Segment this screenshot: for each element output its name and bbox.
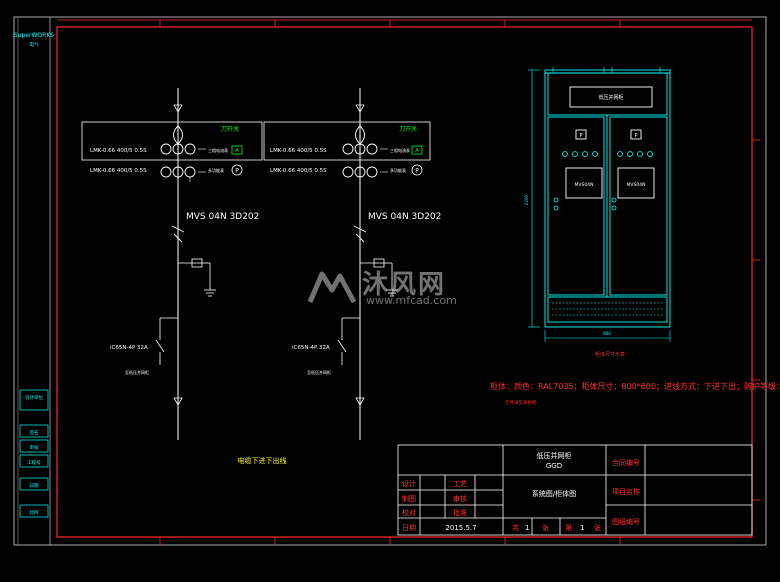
feeder-1: 刀开关 LMK-0.66 400/5 0.5S LMK-0.66 400/5 0…: [81, 88, 263, 440]
tb-project-name: 项目名称: [612, 487, 640, 496]
sidebar-logo: SuperWORKS: [14, 32, 54, 39]
ammeter-label: 三相电流表: [390, 147, 410, 153]
svg-text:张: 张: [542, 523, 549, 532]
ct-label-2: LMK-0.66 400/5 0.5S: [270, 168, 327, 174]
title-block: [397, 444, 753, 536]
multimeter-label: 多功能表: [208, 167, 224, 173]
svg-text:共: 共: [512, 523, 519, 532]
mvs-label: MVS 04N 3D202: [368, 212, 441, 222]
svg-text:P: P: [235, 168, 239, 175]
ct-label-1: LMK-0.66 400/5 0.5S: [90, 148, 147, 154]
title-name-cn: 低压并网柜: [537, 451, 572, 460]
ct-box: [81, 121, 263, 161]
watermark-url: www.mfcad.com: [366, 294, 457, 307]
tb-process: 工艺: [453, 480, 467, 488]
svg-text:P: P: [415, 168, 419, 175]
feeder-tag: 刀开关: [221, 125, 239, 133]
power-meter-icon: [411, 164, 423, 176]
svg-text:张: 张: [594, 523, 601, 532]
ammeter-label: 三相电流表: [208, 147, 228, 153]
ct-label-1: LMK-0.66 400/5 0.5S: [270, 148, 327, 154]
feeder-note: 至低压并网柜: [307, 369, 331, 375]
sidebar-box-6: 比例: [30, 509, 39, 516]
tb-date-label: 日期: [402, 524, 416, 532]
cabinet-elevation: [528, 67, 671, 342]
power-meter-icon: [231, 164, 243, 176]
sidebar-box-2: 签名: [30, 429, 39, 436]
feeder-2: 刀开关 LMK-0.66 400/5 0.5S LMK-0.66 400/5 0…: [263, 88, 441, 440]
vent-slots: [552, 302, 663, 316]
tb-contract-no: 合同编号: [612, 458, 640, 467]
tb-review: 审核: [453, 494, 467, 503]
spec-line: 柜体：颜色：RAL7035；柜体尺寸：800*600；进线方式：下进下出；防护等…: [490, 381, 780, 391]
tb-check: 校对: [402, 508, 416, 517]
feeder-tag: 刀开关: [399, 125, 417, 133]
drawing-frame: [56, 26, 753, 538]
tb-design: 设计: [402, 479, 416, 488]
tb-date: 2015.5.7: [445, 524, 476, 532]
spec-line-2: 元件详见系统图: [505, 399, 537, 406]
ammeter-icon: [231, 145, 243, 155]
title-name-code: GGD: [546, 462, 562, 470]
svg-text:P: P: [634, 133, 637, 139]
mvs-label: MVS 04N 3D202: [186, 212, 259, 222]
dim-width: 800: [603, 331, 611, 336]
cabinet-caption: 柜体尺寸示意: [595, 351, 625, 358]
ct-label-2: LMK-0.66 400/5 0.5S: [90, 168, 147, 174]
ct-box: [263, 121, 431, 161]
svg-text:P: P: [579, 133, 582, 139]
sidebar-box-1: 设计单位: [25, 394, 43, 401]
breaker-label: iC65N-4P 32A: [110, 345, 148, 351]
dim-height: 2200: [524, 194, 529, 205]
multimeter-label: 多功能表: [390, 167, 406, 173]
svg-text:A: A: [235, 148, 239, 154]
sidebar: SuperWORKS 电气 设计单位 签名 审核 工程号 日期 比例: [14, 17, 54, 545]
watermark: 沐风网 www.mfcad.com: [306, 266, 476, 310]
cabinet-top-label: 低压并网柜: [598, 94, 623, 101]
tb-approve: 批准: [453, 508, 467, 517]
cabinet-meter-a: MVS04N: [575, 182, 594, 188]
watermark-text: 沐风网: [362, 270, 447, 300]
watermark-logo-icon: [307, 271, 357, 304]
sidebar-box-4: 工程号: [27, 459, 41, 466]
frame-ticks: [159, 20, 760, 545]
cable-note: 电缆下进下出线: [238, 456, 287, 465]
svg-text:1: 1: [580, 524, 584, 532]
ammeter-icon: [411, 145, 423, 155]
tb-drawing-no: 图纸编号: [612, 517, 640, 526]
indicator-lights: [553, 151, 653, 211]
sidebar-box-5: 日期: [30, 483, 39, 489]
title-drawing: 系统图/柜体图: [532, 489, 576, 498]
svg-text:第: 第: [565, 523, 572, 532]
svg-text:A: A: [415, 148, 419, 154]
sidebar-box-3: 审核: [30, 444, 39, 451]
breaker-label: iC65N-4P 32A: [292, 345, 330, 351]
tb-draw: 制图: [402, 494, 416, 503]
cabinet-meter-b: MVS04N: [627, 182, 646, 188]
svg-text:1: 1: [525, 524, 529, 532]
feeder-note: 至低压并网柜: [125, 369, 149, 375]
sidebar-logo-sub: 电气: [30, 41, 39, 48]
